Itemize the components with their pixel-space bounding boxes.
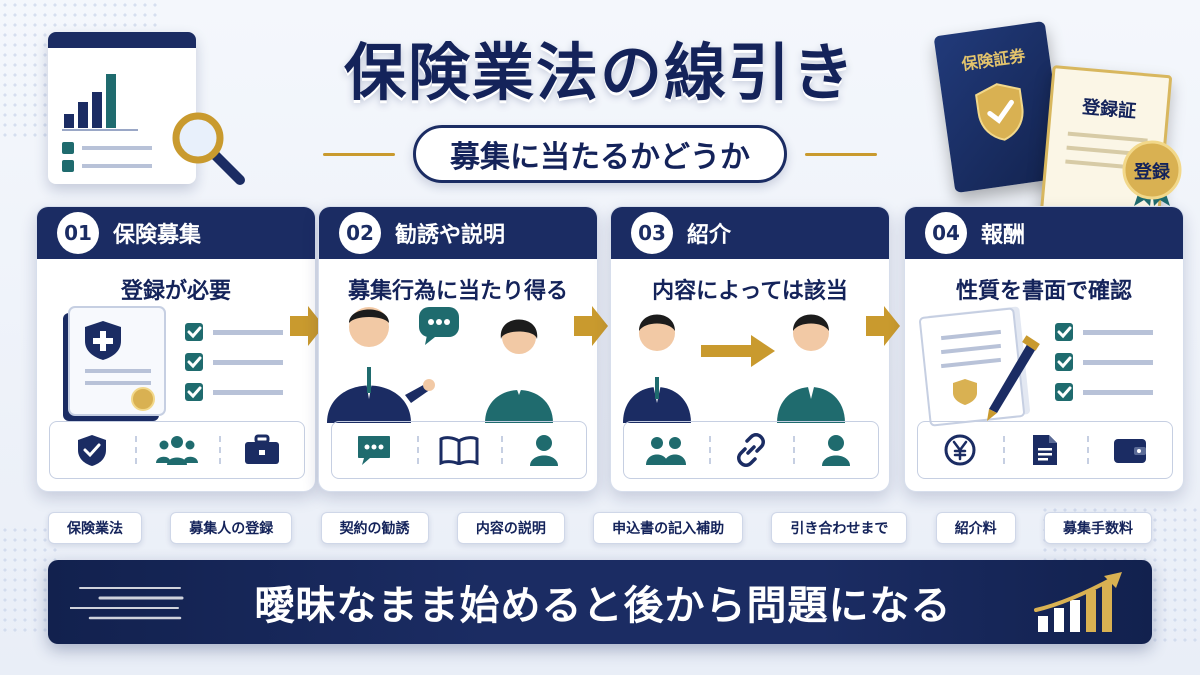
chart-document-illustration	[48, 32, 196, 184]
wallet-icon	[1113, 439, 1146, 463]
tag-chip: 募集人の登録	[170, 512, 293, 544]
card-header: 01 保険募集	[37, 207, 315, 259]
card-header: 03 紹介	[611, 207, 889, 259]
tag-chip: 紹介料	[935, 512, 1016, 544]
seal-label: 登録	[1133, 161, 1171, 183]
card-header: 02 勧誘や説明	[319, 207, 597, 259]
speed-lines-icon	[70, 587, 184, 620]
tag-chip: 申込書の記入補助	[593, 512, 744, 544]
card-icon-row	[917, 421, 1173, 479]
consultation-illustration	[327, 307, 553, 423]
person-icon	[821, 435, 850, 466]
step-number: 02	[339, 212, 381, 254]
person-icon	[529, 435, 558, 466]
step-card-3: 03 紹介 内容によっては該当	[610, 206, 890, 492]
open-book-icon	[439, 436, 479, 465]
shield-check-icon	[78, 435, 107, 466]
step-number: 03	[631, 212, 673, 254]
growth-chart-icon	[1034, 572, 1122, 632]
keyword-tags: 保険業法 募集人の登録 契約の勧誘 内容の説明 申込書の記入補助 引き合わせまで…	[48, 512, 1152, 546]
card-icon-row	[331, 421, 587, 479]
card-title: 保険募集	[113, 223, 202, 248]
subtitle-row: 募集に当たるかどうか	[280, 124, 920, 184]
divider	[323, 152, 395, 156]
tag-chip: 契約の勧誘	[320, 512, 429, 544]
arrow-right-icon	[290, 306, 324, 346]
divider	[805, 152, 877, 156]
tag-chip: 引き合わせまで	[771, 512, 908, 544]
checklist-chart-icon	[62, 74, 152, 172]
step-number: 01	[57, 212, 99, 254]
arrow-right-icon	[866, 306, 900, 346]
gold-seal-icon: 登録	[1122, 140, 1182, 206]
tag-chip: 募集手数料	[1043, 512, 1152, 544]
book-label: 保険証券	[960, 46, 1027, 74]
magnifier-icon	[172, 112, 245, 185]
step-card-1: 01 保険募集 登録が必要	[36, 206, 316, 492]
document-icon	[1033, 435, 1057, 465]
card-subtitle: 性質を書面で確認	[955, 279, 1132, 304]
tag-chip: 内容の説明	[456, 512, 565, 544]
registration-document-illustration	[63, 306, 283, 421]
step-card-2: 02 勧誘や説明 募集行為に当たり得る	[318, 206, 598, 492]
link-icon	[737, 433, 765, 467]
card-subtitle: 内容によっては該当	[652, 279, 848, 304]
group-icon	[156, 436, 198, 465]
card-icon-row	[49, 421, 305, 479]
briefcase-icon	[244, 434, 279, 464]
two-people-icon	[646, 437, 687, 465]
arrow-right-icon	[574, 306, 608, 346]
card-title: 勧誘や説明	[395, 223, 506, 248]
shield-check-icon	[975, 83, 1024, 141]
card-title: 報酬	[981, 223, 1026, 248]
chat-bubble-icon	[358, 436, 391, 465]
introduction-illustration	[623, 314, 845, 423]
tag-chip: 保険業法	[48, 512, 142, 544]
insurance-policy-book: 保険証券	[933, 20, 1067, 194]
card-header: 04 報酬	[905, 207, 1183, 259]
step-card-4: 04 報酬 性質を書面で確認	[904, 206, 1184, 492]
card-subtitle: 募集行為に当たり得る	[347, 279, 568, 304]
yen-coin-icon	[944, 434, 976, 466]
subtitle-pill: 募集に当たるかどうか	[413, 125, 787, 183]
card-icon-row	[623, 421, 879, 479]
cert-label: 登録証	[1081, 96, 1137, 123]
card-title: 紹介	[687, 223, 732, 248]
contract-pen-illustration	[919, 306, 1153, 427]
page-title: 保険業法の線引き	[343, 36, 856, 109]
warning-banner: 曖昧なまま始めると後から問題になる	[48, 560, 1152, 644]
step-number: 04	[925, 212, 967, 254]
card-subtitle: 登録が必要	[120, 279, 231, 304]
banner-text: 曖昧なまま始めると後から問題になる	[254, 583, 952, 629]
